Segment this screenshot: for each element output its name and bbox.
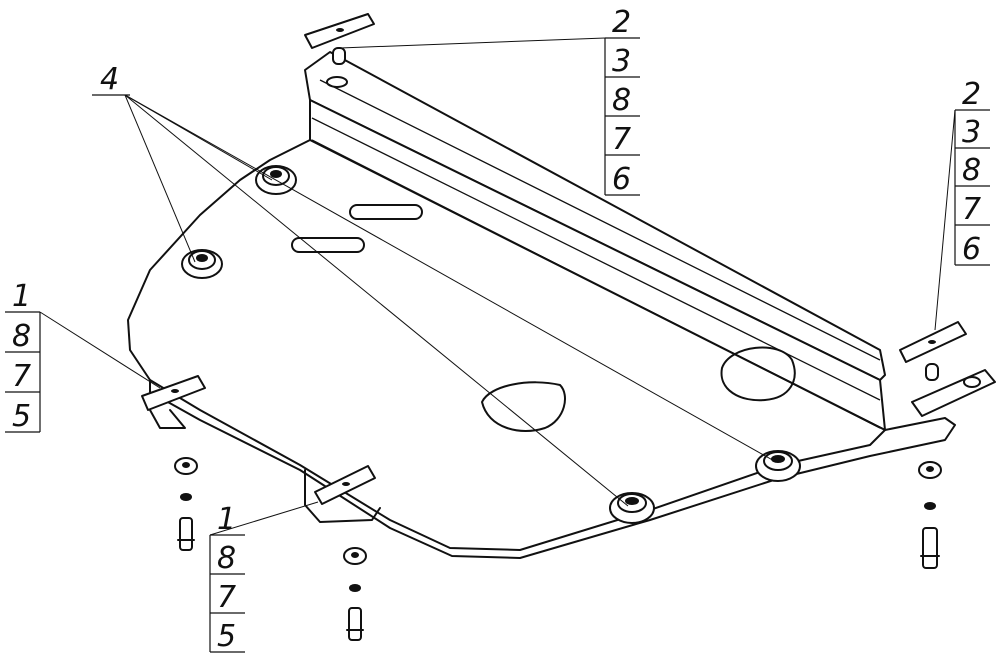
callout-bottom-0: 1 <box>217 502 236 537</box>
leader-lines <box>39 37 956 536</box>
callout-top: 2 3 8 7 6 <box>604 5 640 197</box>
access-hole-large <box>720 346 796 402</box>
callout-left-1: 8 <box>12 319 31 354</box>
callout-bottom: 1 8 7 5 <box>209 502 245 654</box>
callout-top-1: 3 <box>612 44 631 79</box>
callout-bottom-1: 8 <box>217 541 236 576</box>
callout-top-3: 7 <box>612 122 631 157</box>
fastener-left <box>174 457 198 551</box>
callout-right-0: 2 <box>962 77 981 112</box>
callout-top-2: 8 <box>612 83 631 118</box>
stamped-slots <box>291 204 423 253</box>
callout-right-1: 3 <box>962 115 981 150</box>
fastener-bottom <box>343 547 367 641</box>
bracket-left <box>141 375 206 429</box>
callout-studs: 4 <box>92 62 130 97</box>
bracket-right <box>899 321 967 381</box>
access-hole <box>481 381 566 432</box>
bracket-right-lower <box>911 369 996 417</box>
callout-left-0: 1 <box>12 279 31 314</box>
callout-right-4: 6 <box>962 232 981 267</box>
callout-right: 2 3 8 7 6 <box>954 77 990 267</box>
callout-bottom-2: 7 <box>217 580 236 615</box>
callout-right-3: 7 <box>962 192 981 227</box>
callout-top-0: 2 <box>612 5 631 40</box>
callout-bottom-3: 5 <box>217 619 236 654</box>
stud <box>181 249 223 279</box>
callout-left-2: 7 <box>12 359 31 394</box>
bracket-bottom <box>304 465 381 523</box>
callout-top-4: 6 <box>612 162 631 197</box>
rear-mount-hole <box>326 76 348 88</box>
skid-plate <box>127 51 956 559</box>
callout-right-2: 8 <box>962 153 981 188</box>
callout-left: 1 8 7 5 <box>5 279 41 434</box>
stud-group <box>181 165 801 524</box>
callout-left-3: 5 <box>12 399 31 434</box>
stud <box>755 450 801 482</box>
stud <box>609 492 655 524</box>
fastener-right <box>918 461 942 569</box>
bracket-top <box>304 13 375 65</box>
callout-studs-label: 4 <box>100 62 119 97</box>
